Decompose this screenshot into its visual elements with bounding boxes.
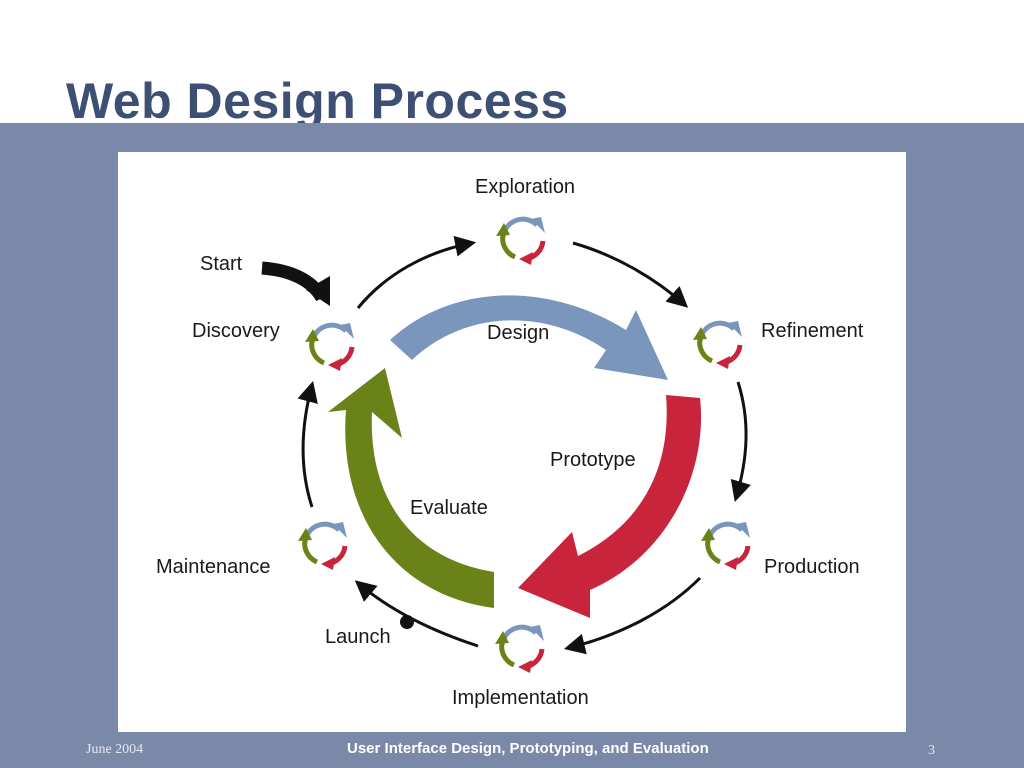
prototype-arrow xyxy=(518,395,702,618)
footer-course-title: User Interface Design, Prototyping, and … xyxy=(347,740,709,757)
cycle-icon-implementation xyxy=(495,625,544,673)
stage-label-exploration: Exploration xyxy=(475,176,576,198)
launch-marker xyxy=(400,615,414,629)
stage-label-implementation: Implementation xyxy=(452,687,589,709)
cycle-icon-exploration xyxy=(496,217,545,265)
phase-label-design: Design xyxy=(487,322,550,344)
footer-date: June 2004 xyxy=(86,742,144,757)
cycle-icon-maintenance xyxy=(298,522,347,570)
launch-label: Launch xyxy=(325,626,391,648)
process-cycle-graphic xyxy=(261,152,906,732)
page-number: 3 xyxy=(928,743,935,758)
cycle-icon-discovery xyxy=(305,323,354,371)
process-diagram: Start Exploration Refinement Production … xyxy=(118,152,906,732)
cycle-icon-refinement xyxy=(693,321,742,369)
start-label: Start xyxy=(200,253,243,275)
phase-label-evaluate: Evaluate xyxy=(410,497,488,519)
stage-label-refinement: Refinement xyxy=(761,320,864,342)
slide-title: Web Design Process xyxy=(66,73,569,129)
cycle-icon-production xyxy=(701,522,750,570)
stage-label-discovery: Discovery xyxy=(192,320,280,342)
stage-label-production: Production xyxy=(764,556,860,578)
evaluate-arrow xyxy=(328,368,494,608)
cycle-arrows xyxy=(297,235,751,655)
phase-label-prototype: Prototype xyxy=(550,449,636,471)
stage-label-maintenance: Maintenance xyxy=(156,556,271,578)
design-arrow xyxy=(390,295,668,380)
